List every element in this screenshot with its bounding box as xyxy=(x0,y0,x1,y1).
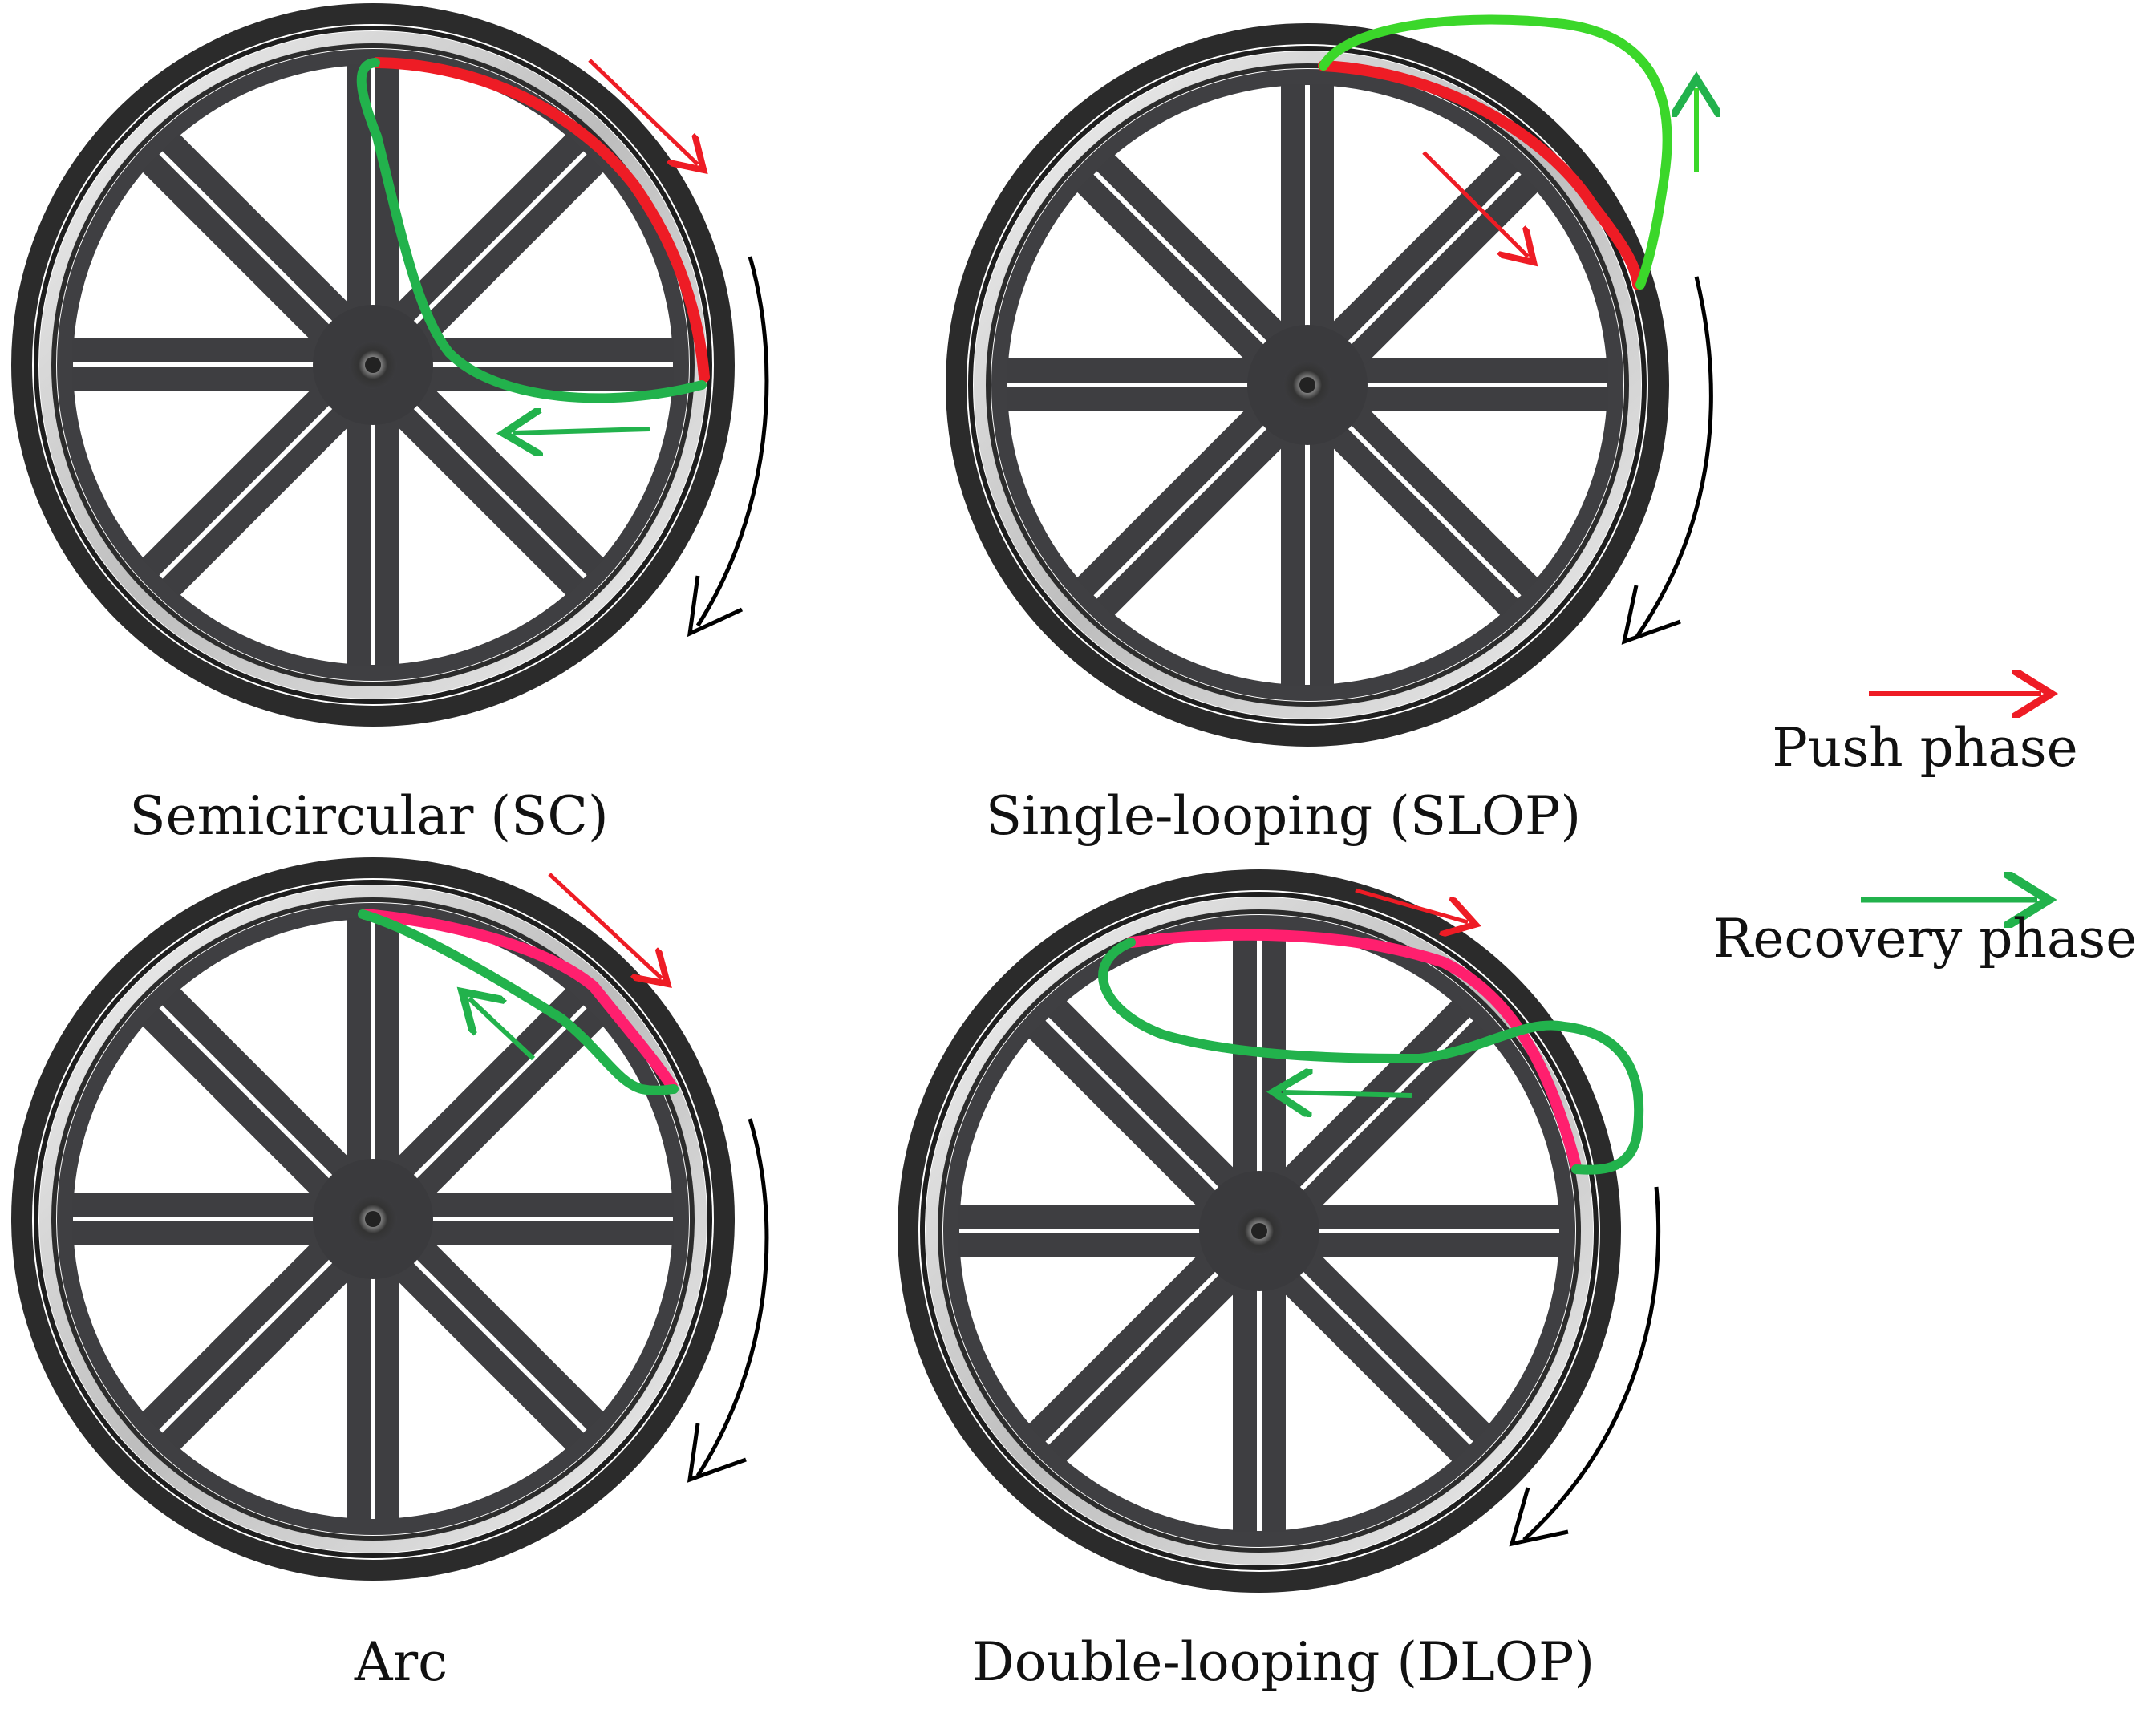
rotation-arrowhead-arc xyxy=(687,1423,747,1483)
label-single-looping: Single-looping (SLOP) xyxy=(985,785,1582,847)
label-double-looping: Double-looping (DLOP) xyxy=(971,1631,1595,1693)
label-arc: Arc xyxy=(354,1631,448,1693)
push-path-sc xyxy=(371,57,710,383)
rotation-arrow-dlop xyxy=(1522,1186,1661,1541)
recovery-arrow-dlop xyxy=(1283,1092,1412,1095)
rotation-arrowhead-slop xyxy=(1621,585,1681,645)
panel-double-looping xyxy=(834,806,1685,1657)
push-arrow-dlop xyxy=(1355,888,1468,922)
panel-arc xyxy=(0,794,798,1645)
panel-single-looping xyxy=(882,0,1733,810)
rotation-arrowhead-sc xyxy=(687,575,744,638)
legend-recovery-label: Recovery phase xyxy=(1712,908,2138,970)
rotation-arrowhead-dlop xyxy=(1509,1487,1569,1547)
panel-semicircular xyxy=(0,0,798,790)
label-semicircular: Semicircular (SC) xyxy=(129,785,609,847)
recovery-path-dlop xyxy=(1098,938,1644,1175)
push-path-slop xyxy=(1318,60,1643,290)
recovery-path-slop xyxy=(1319,14,1672,290)
legend-push-label: Push phase xyxy=(1772,717,2078,779)
rotation-arrow-sc xyxy=(695,256,769,627)
push-path-arc xyxy=(359,909,678,1092)
recovery-path-sc xyxy=(356,58,707,403)
wheel-slop xyxy=(882,0,1733,810)
recovery-path-arc xyxy=(358,909,679,1095)
rotation-arrow-arc xyxy=(695,1118,769,1477)
push-arrow-sc xyxy=(588,59,698,164)
recovery-arrow-arc xyxy=(469,998,536,1061)
push-arrow-arc xyxy=(548,873,662,978)
push-path-dlop xyxy=(1125,929,1582,1172)
push-arrow-slop xyxy=(1422,151,1528,257)
legend xyxy=(1861,694,2041,900)
recovery-arrow-sc xyxy=(513,429,650,433)
rotation-arrow-slop xyxy=(1634,276,1713,639)
